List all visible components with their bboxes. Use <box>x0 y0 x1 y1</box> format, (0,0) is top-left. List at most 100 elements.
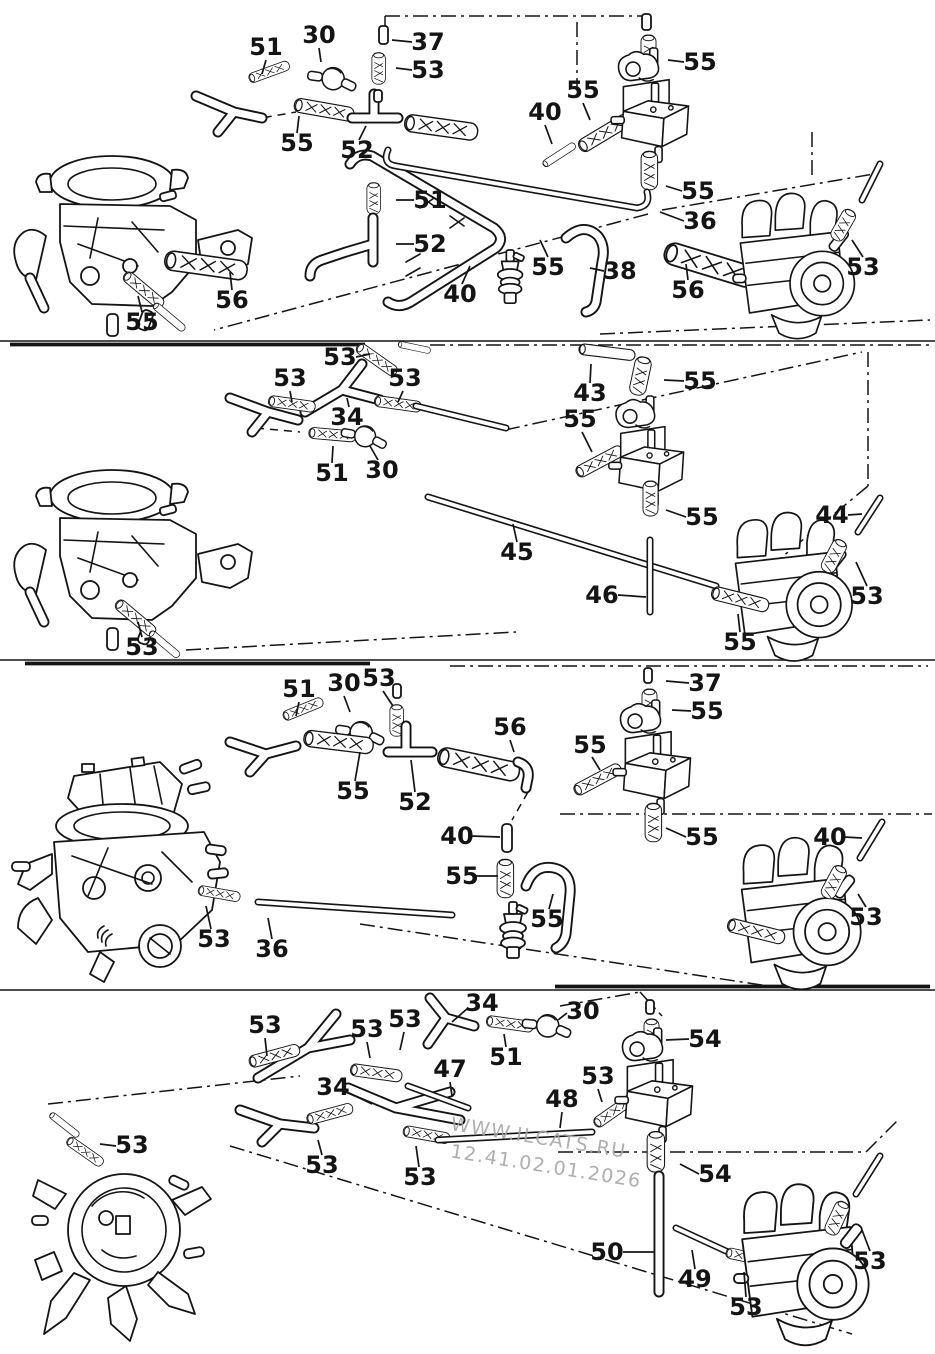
callout-leader-line <box>617 594 647 598</box>
part-number-label: 53 <box>849 903 882 931</box>
part-number-label: 30 <box>566 997 599 1025</box>
part-number-label: 52 <box>413 230 446 258</box>
callout-leader-line <box>857 893 867 908</box>
callout-leader-line <box>355 353 371 358</box>
part-number-label: 38 <box>603 257 636 285</box>
callout-leader-line <box>665 680 690 684</box>
callout-leader-line <box>691 1249 696 1270</box>
part-number-label: 37 <box>411 28 444 56</box>
part-number-label: 52 <box>340 136 373 164</box>
callout-leader-line <box>665 509 687 518</box>
callout-leader-line <box>397 390 404 403</box>
section-dividers <box>0 340 935 991</box>
callout-leader-line <box>671 709 692 712</box>
part-number-label: 40 <box>443 280 476 308</box>
part-number-label: 55 <box>445 862 478 890</box>
part-number-label: 53 <box>197 925 230 953</box>
callout-leader-line <box>296 115 300 134</box>
callout-leader-line <box>343 695 351 713</box>
callout-leader-line <box>503 1033 507 1048</box>
callout-leader-line <box>663 379 685 382</box>
part-number-label: 55 <box>683 48 716 76</box>
part-number-label: 54 <box>688 1025 721 1053</box>
callout-leader-line <box>544 124 553 145</box>
part-number-label: 56 <box>493 713 526 741</box>
callout-leader-line <box>665 185 683 192</box>
callout-leader-line <box>591 756 601 771</box>
callout-leader-line <box>391 39 413 43</box>
part-number-label: 53 <box>581 1062 614 1090</box>
callout-leader-line <box>318 47 322 63</box>
part-number-label: 53 <box>846 253 879 281</box>
part-number-label: 47 <box>433 1055 466 1083</box>
part-number-label: 53 <box>125 633 158 661</box>
callout-leader-line <box>229 271 233 291</box>
part-number-label: 55 <box>685 823 718 851</box>
part-number-label: 34 <box>465 989 498 1017</box>
callout-leader-line <box>737 613 741 633</box>
callout-leader-line <box>461 265 471 285</box>
callout-leader-line <box>261 59 267 75</box>
section-3 <box>11 667 886 991</box>
callout-leader-line <box>369 445 379 461</box>
part-number-label: 52 <box>398 788 431 816</box>
part-number-label: 53 <box>350 1015 383 1043</box>
part-number-label: 55 <box>531 253 564 281</box>
part-number-label: 34 <box>316 1073 349 1101</box>
solenoid-valve-1 <box>610 47 690 164</box>
part-number-label: 53 <box>362 664 395 692</box>
part-number-label: 51 <box>249 33 282 61</box>
part-number-label: 50 <box>590 1238 623 1266</box>
callout-leader-line <box>451 1007 469 1023</box>
part-number-label: 53 <box>850 582 883 610</box>
callout-leader-line <box>415 1145 420 1168</box>
callout-leader-line <box>289 390 293 403</box>
callout-leader-line <box>557 1012 568 1021</box>
part-number-label: 55 <box>125 308 158 336</box>
callout-leader-line <box>205 905 212 930</box>
callout-leader-line <box>597 1088 603 1103</box>
callout-leader-line <box>410 759 416 793</box>
part-number-label: 53 <box>323 343 356 371</box>
part-number-label: 55 <box>530 905 563 933</box>
callout-leader-line <box>659 211 685 222</box>
part-number-label: 48 <box>545 1085 578 1113</box>
part-number-label: 55 <box>683 367 716 395</box>
section-4 <box>31 992 884 1347</box>
callout-leader-line <box>861 1229 871 1252</box>
callout-leader-line <box>264 1037 268 1057</box>
callout-leader-line <box>509 739 515 753</box>
part-number-label: 30 <box>365 456 398 484</box>
callout-leader-line <box>581 431 593 453</box>
callout-leader-line <box>851 239 864 258</box>
callout-leader-line <box>843 836 863 839</box>
part-number-label: 53 <box>305 1151 338 1179</box>
section-2 <box>14 340 884 662</box>
callout-leader-line <box>512 523 518 543</box>
part-number-label: 53 <box>853 1247 886 1275</box>
callout-leader-line <box>743 1271 747 1298</box>
callout-leader-line <box>589 363 592 384</box>
callout-leader-line <box>346 397 350 408</box>
part-number-label: 55 <box>336 777 369 805</box>
callout-leader-line <box>539 239 549 258</box>
part-number-label: 55 <box>685 503 718 531</box>
thermo-valve-icon <box>496 249 526 305</box>
callout-leader-line <box>399 1031 405 1051</box>
callout-leader-line <box>137 621 143 638</box>
part-number-label: 53 <box>388 364 421 392</box>
part-number-label: 51 <box>282 675 315 703</box>
part-number-label: 53 <box>248 1011 281 1039</box>
callout-leader-line <box>382 690 394 707</box>
check-valve-icon <box>305 63 360 94</box>
part-number-label: 53 <box>729 1293 762 1321</box>
callout-leader-line <box>267 917 273 940</box>
part-number-label: 53 <box>388 1005 421 1033</box>
part-number-label: 53 <box>403 1163 436 1191</box>
part-number-label: 55 <box>573 731 606 759</box>
part-number-label: 55 <box>681 177 714 205</box>
solenoid-valve-4 <box>614 1027 694 1144</box>
part-number-label: 40 <box>528 98 561 126</box>
construction-lines <box>47 15 932 1335</box>
